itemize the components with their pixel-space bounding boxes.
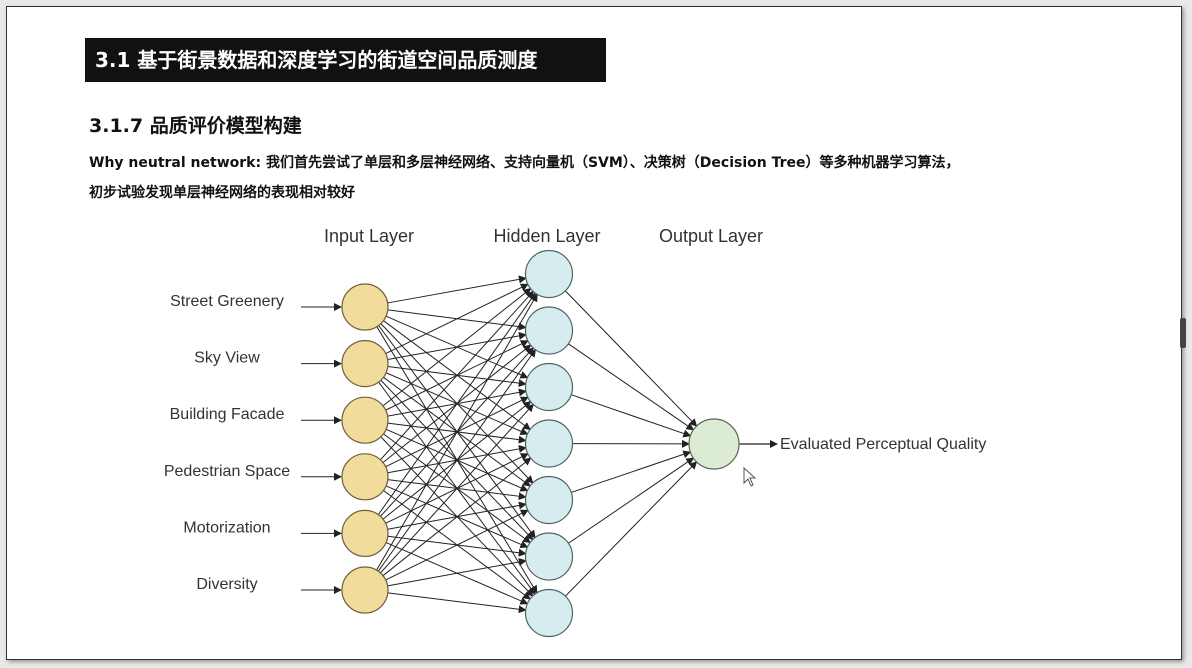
- network-nodes: [341, 249, 740, 638]
- mouse-cursor-icon: [743, 467, 757, 487]
- section-title: 3.1 基于街景数据和深度学习的街道空间品质测度: [85, 38, 606, 82]
- slide: 3.1 基于街景数据和深度学习的街道空间品质测度 3.1.7 品质评价模型构建 …: [6, 6, 1182, 660]
- input-node: [341, 396, 389, 444]
- edge-input-hidden: [380, 290, 534, 461]
- neural-network-diagram: Input Layer Hidden Layer Output Layer Ev…: [164, 226, 987, 638]
- input-node: [341, 453, 389, 501]
- input-node: [341, 340, 389, 388]
- connection-edges: [376, 275, 778, 614]
- input-label: Motorization: [183, 519, 270, 536]
- input-node: [341, 283, 389, 331]
- edge-hidden-output: [568, 457, 695, 544]
- output-label: Evaluated Perceptual Quality: [780, 436, 986, 453]
- diagram-labels: Input Layer Hidden Layer Output Layer Ev…: [164, 226, 987, 593]
- edge-input-hidden: [387, 592, 527, 614]
- edge-input-hidden: [385, 283, 529, 354]
- input-arrows: [301, 303, 342, 594]
- hidden-node: [524, 419, 574, 468]
- edge-input-hidden: [376, 293, 538, 571]
- input-layer-title: Input Layer: [324, 226, 414, 246]
- hidden-node: [524, 362, 574, 412]
- edge-hidden-output: [568, 343, 695, 431]
- description-line-2: 初步试验发现单层神经网络的表现相对较好: [89, 185, 355, 201]
- edge-input-hidden: [382, 457, 532, 577]
- edge-input-hidden: [377, 348, 536, 572]
- hidden-node: [524, 588, 574, 638]
- edge-input-hidden: [382, 287, 532, 407]
- output-node: [688, 418, 740, 470]
- input-label: Diversity: [196, 576, 257, 593]
- edge-input-hidden: [377, 292, 536, 515]
- edge-hidden-output: [565, 290, 698, 427]
- output-layer-title: Output Layer: [659, 226, 763, 246]
- hidden-node: [524, 532, 574, 581]
- input-label: Street Greenery: [170, 293, 284, 310]
- input-node: [341, 566, 389, 614]
- hidden-node: [524, 475, 574, 525]
- edge-input-hidden: [387, 558, 527, 587]
- edge-input-hidden: [387, 275, 527, 304]
- input-label: Pedestrian Space: [164, 463, 290, 480]
- edge-input-hidden: [385, 509, 529, 581]
- input-node: [341, 509, 389, 558]
- input-label: Sky View: [194, 350, 260, 367]
- edge-hidden-output: [571, 394, 692, 438]
- edge-hidden-output: [571, 450, 692, 493]
- scroll-handle[interactable]: [1180, 318, 1186, 348]
- hidden-node: [524, 249, 574, 299]
- input-label: Building Facade: [170, 406, 285, 423]
- hidden-layer-title: Hidden Layer: [493, 226, 600, 246]
- subsection-title: 3.1.7 品质评价模型构建: [89, 115, 302, 137]
- description-line-1: Why neutral network: 我们首先尝试了单层和多层神经网络、支持…: [89, 155, 960, 171]
- hidden-node: [524, 306, 574, 355]
- edge-input-hidden: [380, 403, 534, 574]
- edge-hidden-output: [565, 461, 698, 597]
